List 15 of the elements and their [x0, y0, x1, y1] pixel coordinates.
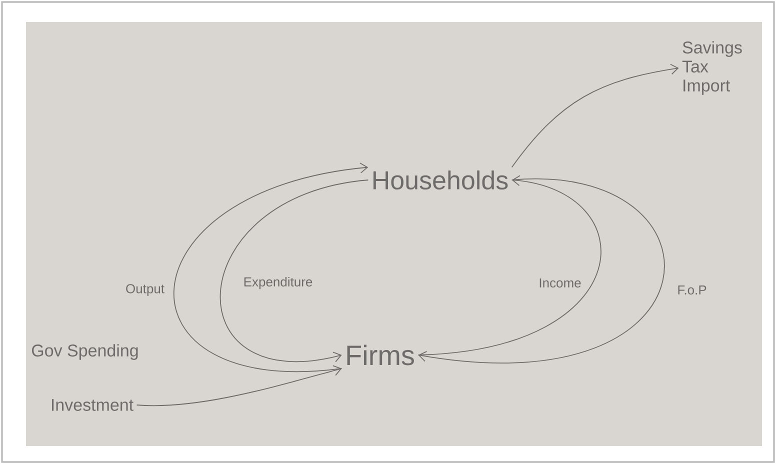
arrow — [220, 180, 369, 362]
edge-label: F.o.P — [676, 284, 708, 296]
arrow — [511, 64, 679, 168]
node-label: Households — [373, 170, 508, 190]
edge-label: Output — [124, 283, 166, 297]
node-label: Investment — [52, 399, 134, 411]
arrow — [136, 365, 342, 406]
edge-label: Income — [538, 277, 582, 289]
node-label: Firms — [347, 344, 414, 366]
edge-label: Expenditure — [242, 276, 314, 290]
node-label: Savings Tax Import — [682, 41, 742, 95]
arrow — [174, 162, 368, 372]
arrow — [418, 175, 602, 356]
node-label: Gov Spending — [32, 344, 138, 360]
arrow — [418, 180, 664, 364]
